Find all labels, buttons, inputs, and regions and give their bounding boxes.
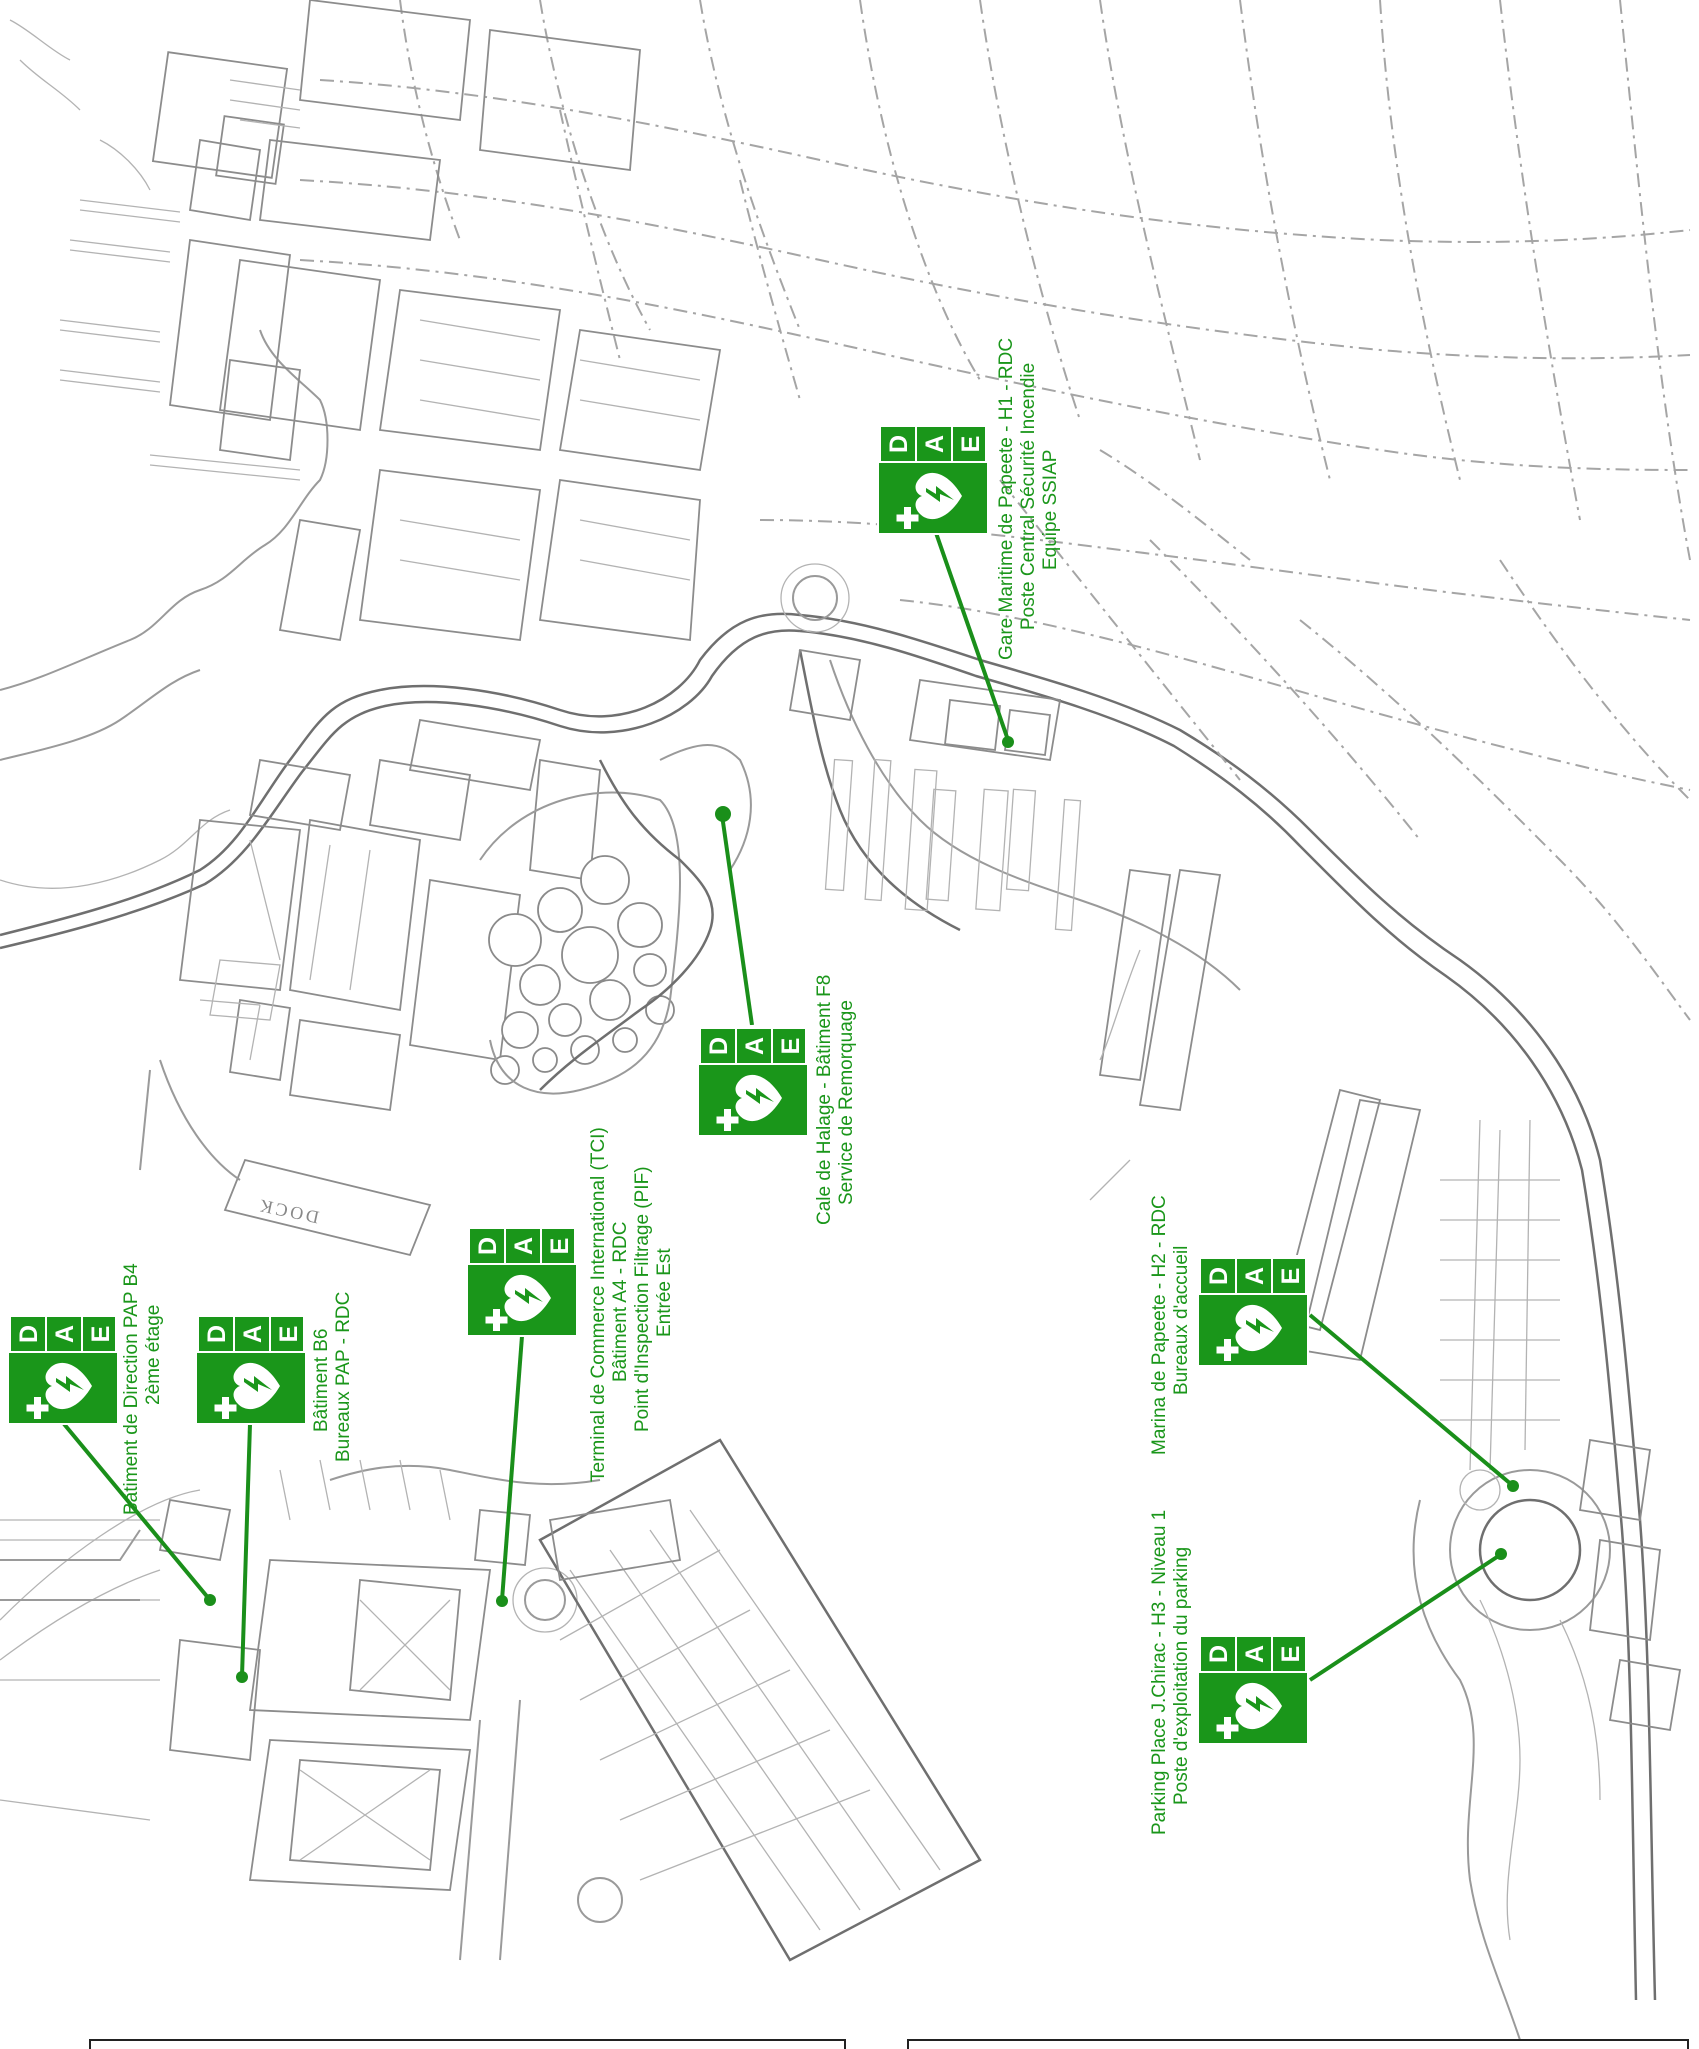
dae-marker-batiment-direction[interactable]: D A E Bâtiment de Direction PAP B4 2ème … — [7, 1258, 216, 1606]
dae-location-dot — [1002, 736, 1014, 748]
dock-label: DOCK — [255, 1195, 321, 1228]
dae-marker-marina[interactable]: D A E Marina de Papeete - H2 - RDC Burea… — [1149, 1190, 1519, 1492]
dae-marker-terminal-commerce[interactable]: D A E Terminal de Commerce International… — [466, 1122, 675, 1607]
dae-sign: D A E — [466, 1225, 578, 1337]
svg-text:A: A — [51, 1325, 79, 1343]
svg-text:D: D — [203, 1325, 231, 1343]
svg-text:A: A — [741, 1037, 769, 1055]
svg-text:D: D — [1205, 1645, 1233, 1663]
dae-location-dot — [1495, 1548, 1507, 1560]
svg-text:D: D — [705, 1037, 733, 1055]
dae-label-cale-de-halage: Cale de Halage - Bâtiment F8 Service de … — [814, 969, 857, 1225]
svg-text:D: D — [885, 435, 913, 453]
dae-location-dot — [236, 1671, 248, 1683]
svg-text:E: E — [87, 1326, 115, 1343]
dae-marker-cale-de-halage[interactable]: D A E Cale de Halage - Bâtiment F8 Servi… — [697, 806, 857, 1225]
svg-text:D: D — [474, 1237, 502, 1255]
dae-sign: D A E — [697, 1025, 809, 1137]
tank-farm — [488, 855, 675, 1085]
dae-sign: D A E — [7, 1313, 119, 1425]
dae-marker-batiment-b6[interactable]: D A E Bâtiment B6 Bureaux PAP - RDC — [195, 1292, 354, 1683]
dae-marker-gare-maritime[interactable]: D A E Gare Maritime de Papeete - H1 - RD… — [877, 333, 1061, 748]
svg-text:E: E — [546, 1238, 574, 1255]
dae-sign: D A E — [877, 423, 989, 535]
dae-marker-parking-chirac[interactable]: D A E Parking Place J.Chirac - H3 - Nive… — [1149, 1504, 1507, 1835]
svg-text:E: E — [1277, 1268, 1305, 1285]
svg-text:E: E — [957, 436, 985, 453]
dae-sign: D A E — [1197, 1633, 1309, 1745]
svg-text:E: E — [777, 1038, 805, 1055]
dae-label-batiment-b6: Bâtiment B6 Bureaux PAP - RDC — [311, 1292, 354, 1462]
svg-text:A: A — [1241, 1645, 1269, 1663]
dae-label-marina: Marina de Papeete - H2 - RDC Bureaux d'a… — [1149, 1190, 1192, 1455]
dae-label-batiment-direction: Bâtiment de Direction PAP B4 2ème étage — [121, 1258, 164, 1515]
svg-text:A: A — [921, 435, 949, 453]
svg-text:A: A — [239, 1325, 267, 1343]
svg-text:A: A — [510, 1237, 538, 1255]
dae-sign: D A E — [195, 1313, 307, 1425]
dae-location-dot — [1507, 1480, 1519, 1492]
svg-text:E: E — [1277, 1646, 1305, 1663]
dae-sign: D A E — [1197, 1255, 1309, 1367]
dae-location-dot — [715, 806, 731, 822]
dae-location-dot — [496, 1595, 508, 1607]
dae-location-dot — [204, 1594, 216, 1606]
svg-text:A: A — [1241, 1267, 1269, 1285]
dae-label-gare-maritime: Gare Maritime de Papeete - H1 - RDC Post… — [996, 333, 1061, 660]
svg-text:D: D — [15, 1325, 43, 1343]
dae-label-parking-chirac: Parking Place J.Chirac - H3 - Niveau 1 P… — [1149, 1504, 1192, 1835]
svg-text:D: D — [1205, 1267, 1233, 1285]
dae-label-terminal-commerce: Terminal de Commerce International (TCI)… — [588, 1122, 675, 1482]
svg-text:E: E — [275, 1326, 303, 1343]
